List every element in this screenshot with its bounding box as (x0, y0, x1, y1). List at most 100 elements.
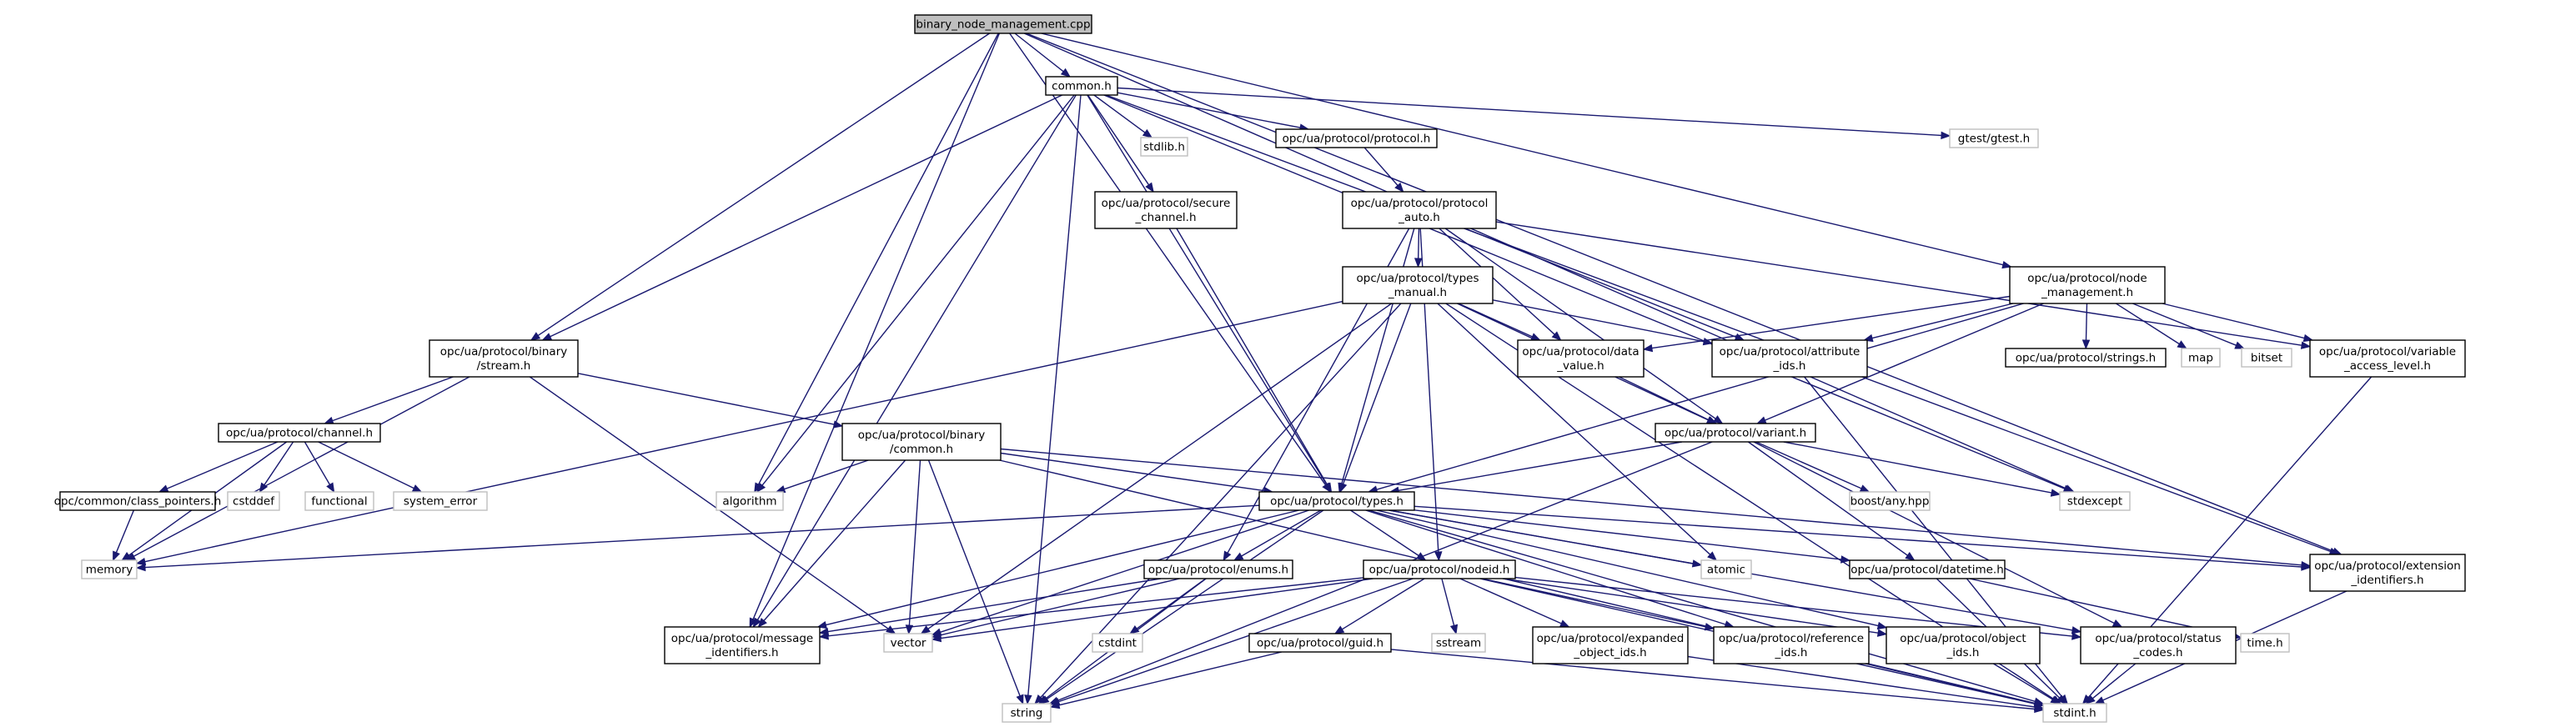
node-label: opc/ua/protocol/guid.h (1257, 637, 1383, 650)
node-box (2240, 633, 2290, 653)
arrowhead (1416, 552, 1427, 561)
edge-line (1363, 147, 1398, 186)
node-label: atomic (1707, 564, 1745, 577)
include-edge (1414, 505, 2312, 571)
node-label: opc/ua/protocol/node (2027, 272, 2147, 285)
node-label: map (2188, 352, 2213, 365)
edge-line (115, 509, 135, 554)
include-edge (1783, 441, 2061, 497)
include-edge (818, 578, 1162, 636)
node-attrids[interactable]: opc/ua/protocol/attribute_ids.h (1711, 339, 1868, 378)
include-edge (1049, 651, 1283, 709)
edge-line (1441, 578, 1455, 626)
arrowhead (757, 618, 767, 629)
node-nodeid[interactable]: opc/ua/protocol/nodeid.h (1363, 559, 1516, 579)
node-bitset: bitset (2241, 348, 2292, 368)
include-edge (1339, 303, 1412, 494)
include-edge (1444, 228, 1724, 424)
node-box (1002, 703, 1052, 723)
edge-line (1619, 376, 1710, 421)
node-objids[interactable]: opc/ua/protocol/object_ids.h (1886, 626, 2041, 664)
arrowhead (1702, 337, 1714, 346)
arrowhead (1551, 331, 1562, 341)
node-common[interactable]: common.h (1045, 76, 1118, 96)
node-box (2309, 339, 2466, 378)
node-box (227, 491, 280, 511)
node-box (1342, 191, 1497, 229)
node-label: opc/ua/protocol/variant.h (1665, 427, 1806, 440)
node-box (883, 633, 933, 653)
edge-line (318, 441, 414, 489)
node-box (716, 491, 784, 511)
arrowhead (1905, 552, 1916, 561)
node-guid[interactable]: opc/ua/protocol/guid.h (1248, 633, 1392, 653)
node-box (2059, 491, 2131, 511)
arrowhead (756, 482, 766, 494)
node-variant[interactable]: opc/ua/protocol/variant.h (1655, 423, 1816, 443)
arrowhead (113, 550, 120, 562)
edge-line (1459, 578, 1562, 624)
node-expobj[interactable]: opc/ua/protocol/expanded_object_ids.h (1532, 626, 1689, 664)
node-varaccess[interactable]: opc/ua/protocol/variable_access_level.h (2309, 339, 2466, 378)
edge-line (1651, 295, 2011, 349)
node-refids[interactable]: opc/ua/protocol/reference_ids.h (1713, 626, 1870, 664)
node-label: opc/ua/protocol/message (671, 632, 813, 645)
include-edge (931, 578, 1180, 639)
node-channel[interactable]: opc/ua/protocol/channel.h (218, 423, 381, 443)
arrowhead (541, 333, 553, 341)
node-secure[interactable]: opc/ua/protocol/secure_channel.h (1094, 191, 1238, 229)
node-box (1143, 559, 1293, 579)
arrowhead (2050, 489, 2061, 497)
node-label: stdlib.h (1143, 141, 1185, 154)
arrowhead (1840, 555, 1851, 564)
include-edge (1687, 655, 2045, 711)
arrowhead (2081, 339, 2091, 350)
include-edge (1481, 578, 1715, 631)
node-bincommon[interactable]: opc/ua/protocol/binary/common.h (841, 423, 1002, 461)
node-datetime[interactable]: opc/ua/protocol/datetime.h (1849, 559, 2006, 579)
include-edge (920, 303, 1393, 634)
node-root[interactable]: binary_node_management.cpp (914, 14, 1092, 34)
arrowhead (1713, 415, 1724, 424)
node-label: opc/ua/protocol/enums.h (1148, 564, 1288, 577)
node-pauto[interactable]: opc/ua/protocol/protocol_auto.h (1342, 191, 1497, 229)
node-atomic: atomic (1700, 559, 1752, 579)
node-status[interactable]: opc/ua/protocol/status_codes.h (2080, 626, 2237, 664)
node-extids[interactable]: opc/ua/protocol/extension_identifiers.h (2309, 554, 2466, 592)
node-classptr[interactable]: opc/common/class_pointers.h (54, 491, 222, 511)
node-strings[interactable]: opc/ua/protocol/strings.h (2005, 348, 2167, 368)
node-box (304, 491, 374, 511)
arrowhead (121, 552, 132, 561)
node-types[interactable]: opc/ua/protocol/types.h (1258, 491, 1415, 511)
edge-line (1000, 452, 1264, 492)
include-edge (1009, 33, 1332, 494)
edge-line (784, 459, 869, 490)
edge-line (752, 33, 1001, 620)
node-memory: memory (81, 559, 138, 579)
include-edge (905, 459, 921, 635)
node-protocol[interactable]: opc/ua/protocol/protocol.h (1275, 128, 1438, 148)
node-box (664, 626, 821, 664)
edge-line (940, 578, 1373, 639)
include-edge (158, 441, 279, 493)
node-box (1849, 559, 2006, 579)
edge-line (1492, 299, 1705, 343)
node-label: functional (311, 495, 367, 509)
arrowhead (1037, 694, 1048, 704)
node-msgids[interactable]: opc/ua/protocol/message_identifiers.h (664, 626, 821, 664)
node-enums[interactable]: opc/ua/protocol/enums.h (1143, 559, 1293, 579)
node-label: string (1011, 707, 1043, 720)
edge-line (1755, 441, 1862, 489)
node-typesman[interactable]: opc/ua/protocol/types_manual.h (1342, 266, 1494, 304)
node-label: _channel.h (1134, 211, 1196, 224)
node-label: sstream (1436, 637, 1481, 650)
node-nodemgmt[interactable]: opc/ua/protocol/node_management.h (2009, 266, 2166, 304)
arrowhead (2094, 696, 2106, 704)
node-box (81, 559, 138, 579)
edge-line (550, 94, 1062, 338)
node-binstream[interactable]: opc/ua/protocol/binary/stream.h (429, 339, 579, 378)
edge-line (940, 578, 1180, 636)
edge-line (1009, 33, 1327, 486)
include-edge (927, 459, 1024, 705)
node-dataval[interactable]: opc/ua/protocol/data_value.h (1517, 339, 1645, 378)
